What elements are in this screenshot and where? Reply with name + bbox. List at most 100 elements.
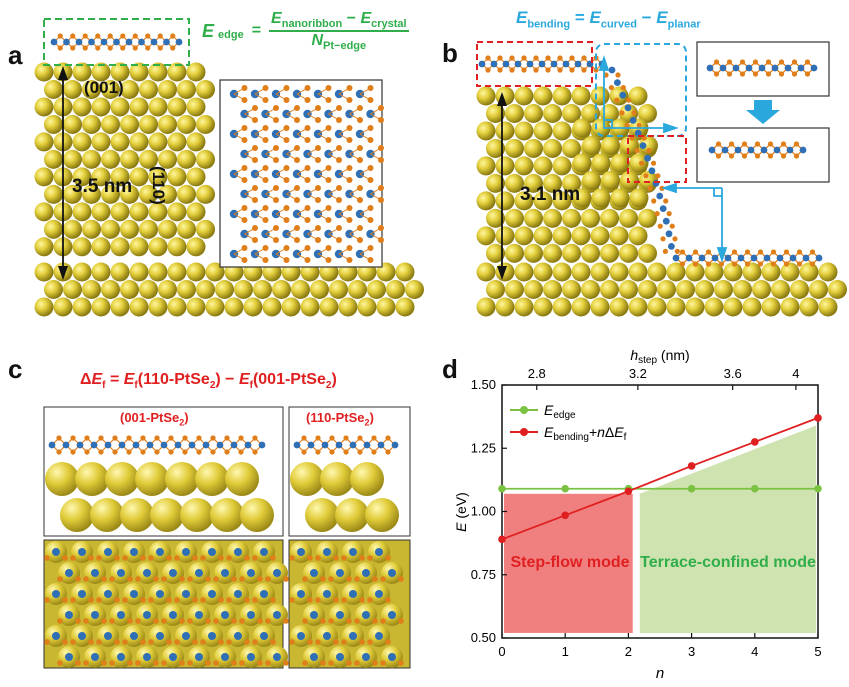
bond — [307, 147, 319, 155]
se-atom — [804, 59, 811, 65]
se-atom — [497, 55, 503, 61]
gold-atom — [82, 114, 101, 134]
gold-atom — [196, 219, 215, 239]
se-atom — [545, 67, 551, 73]
se-atom — [341, 597, 347, 603]
gold-atom — [72, 297, 92, 317]
point-bending — [561, 511, 569, 520]
se-atom — [170, 45, 176, 51]
gold-atom — [657, 279, 676, 299]
bond — [244, 147, 256, 155]
se-atom — [359, 555, 365, 561]
bond — [359, 87, 371, 95]
pt-atom — [169, 611, 177, 619]
gold-atom — [552, 156, 572, 176]
se-atom — [385, 435, 391, 441]
step-flow-mode-label: Step-flow mode — [505, 553, 635, 573]
gold-atom — [101, 219, 120, 239]
gold-atom — [543, 243, 562, 263]
se-atom — [213, 576, 219, 582]
pt-atom — [336, 653, 344, 661]
se-atom — [731, 249, 738, 255]
bond — [296, 207, 308, 215]
se-atom — [692, 249, 699, 255]
se-atom — [372, 576, 378, 582]
gold-atom — [300, 297, 320, 317]
gold-atom — [82, 279, 101, 299]
se-atom — [262, 125, 269, 131]
se-atom — [631, 110, 637, 116]
terrace-confined-text: Terrace-confined mode — [640, 554, 816, 571]
se-atom — [301, 449, 307, 455]
pt-atom — [478, 60, 486, 68]
gold-atom — [167, 132, 187, 152]
se-atom — [200, 639, 206, 645]
gold-atom — [505, 103, 524, 123]
gold-atom — [742, 262, 762, 282]
gold-atom — [158, 219, 177, 239]
pt-atom — [802, 254, 810, 262]
point-bending — [751, 438, 759, 446]
bond — [296, 87, 308, 95]
se-atom — [168, 449, 174, 455]
bond — [275, 207, 287, 215]
bond — [275, 247, 287, 255]
bond — [349, 153, 361, 161]
gold-atom — [376, 297, 396, 317]
se-atom — [148, 555, 154, 561]
se-atom — [739, 71, 746, 77]
gold-atom — [495, 226, 515, 246]
gold-atom — [63, 219, 82, 239]
se-atom — [783, 261, 790, 267]
bond — [254, 207, 266, 215]
se-atom — [744, 261, 751, 267]
gold-atom — [752, 279, 771, 299]
se-atom — [70, 597, 76, 603]
se-atom — [153, 576, 159, 582]
se-atom — [521, 55, 527, 61]
pt-atom — [76, 441, 84, 449]
se-atom — [757, 261, 764, 267]
se-atom — [83, 618, 89, 624]
se-atom — [95, 33, 101, 39]
se-atom — [135, 618, 141, 624]
gold-atom — [82, 79, 101, 99]
gold-atom — [552, 121, 572, 141]
pt-atom — [182, 632, 190, 640]
top-tick-label: 3.6 — [724, 366, 742, 381]
gold-atom — [177, 279, 196, 299]
pt-atom — [260, 548, 268, 556]
se-atom — [521, 67, 527, 73]
gold-atom — [120, 279, 139, 299]
label-110-ptse2: (110-PtSe2) — [306, 410, 374, 428]
point-edge — [751, 484, 759, 493]
bond — [233, 173, 245, 181]
se-atom — [265, 618, 271, 624]
gold-atom — [609, 226, 629, 246]
se-atom — [485, 55, 491, 61]
se-atom — [96, 597, 102, 603]
pt-atom — [706, 64, 714, 72]
pt-atom — [608, 66, 616, 74]
bond — [317, 133, 329, 141]
bond — [296, 247, 308, 255]
gold-atom — [552, 226, 572, 246]
se-atom — [705, 261, 712, 267]
pt-atom — [685, 254, 693, 262]
series-line-bending — [501, 417, 819, 541]
gold-atom — [780, 297, 800, 317]
gold-atom — [34, 97, 54, 117]
se-atom — [57, 45, 63, 51]
gold-atom — [120, 219, 139, 239]
pt-atom — [156, 590, 164, 598]
gold-atom — [129, 62, 149, 82]
se-atom — [205, 618, 211, 624]
bond — [328, 227, 340, 235]
gold-atom — [628, 262, 648, 282]
x-tick-label: 1 — [562, 644, 569, 659]
gold-atom — [761, 262, 781, 282]
se-atom — [252, 435, 258, 441]
gold-atom — [610, 188, 630, 208]
label-001-ptse2: (001-PtSe2) — [120, 410, 189, 428]
